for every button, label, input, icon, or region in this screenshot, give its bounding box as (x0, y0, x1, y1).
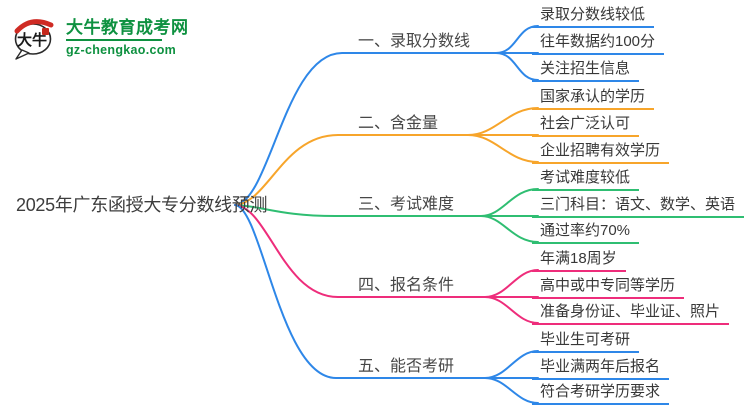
branch-label-5: 五、能否考研 (358, 358, 455, 375)
branch-label-2: 二、含金量 (358, 115, 439, 132)
central-topic: 2025年广东函授大专分数线预测 (16, 195, 268, 215)
branch-2-lines (234, 107, 539, 206)
branch-3-lines (234, 188, 539, 243)
site-name: 大牛教育成考网 (66, 18, 189, 37)
site-logo: 大牛 大牛教育成考网 gz-chengkao.com (10, 12, 189, 62)
branch-label-4: 四、报名条件 (358, 277, 455, 294)
leaf-item: 考试难度较低 (532, 169, 640, 191)
daniu-bubble-icon: 大牛 (14, 19, 54, 60)
branch-label-1: 一、录取分数线 (358, 33, 471, 50)
leaf-item: 毕业生可考研 (532, 331, 640, 353)
leaf-item: 高中或中专同等学历 (532, 277, 685, 299)
leaf-item: 录取分数线较低 (532, 6, 655, 28)
leaf-item: 年满18周岁 (532, 250, 626, 272)
site-url: gz-chengkao.com (66, 43, 177, 57)
leaf-item: 往年数据约100分 (532, 33, 665, 55)
leaf-item: 符合考研学历要求 (532, 383, 670, 405)
leaf-item: 企业招聘有效学历 (532, 142, 670, 164)
logo-divider (66, 39, 162, 41)
leaf-item: 社会广泛认可 (532, 115, 640, 137)
leaf-item: 国家承认的学历 (532, 88, 655, 110)
leaf-item: 准备身份证、毕业证、照片 (532, 303, 730, 325)
leaf-item: 三门科目：语文、数学、英语 (532, 196, 745, 218)
branch-label-3: 三、考试难度 (358, 196, 455, 213)
svg-text:大牛: 大牛 (17, 31, 47, 49)
leaf-item: 通过率约70% (532, 222, 640, 244)
leaf-item: 关注招生信息 (532, 60, 640, 82)
leaf-item: 毕业满两年后报名 (532, 358, 670, 380)
